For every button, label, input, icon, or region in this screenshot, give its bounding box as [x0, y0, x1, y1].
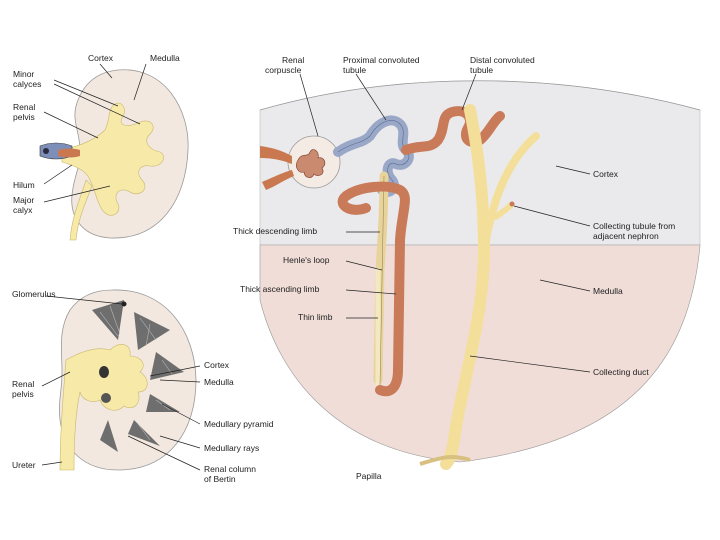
label-renal-pelvis-2: pelvis	[13, 112, 35, 122]
label-renal-corpuscle-1: Renal	[282, 55, 304, 65]
label-collecting-tubule-1: Collecting tubule from	[593, 221, 675, 231]
label-thin-limb: Thin limb	[298, 312, 333, 322]
label-ureter: Ureter	[12, 460, 36, 470]
pelvis-dark-spot-2	[101, 393, 111, 403]
label-collecting-tubule-2: adjacent nephron	[593, 231, 659, 241]
label-renal-column-1: Renal column	[204, 464, 256, 474]
panel-kidney-section: Glomerulus Cortex Medulla Renal pelvis M…	[12, 289, 274, 484]
label-papilla: Papilla	[356, 471, 382, 481]
label-medullary-pyramid: Medullary pyramid	[204, 419, 274, 429]
label-proximal-1: Proximal convoluted	[343, 55, 420, 65]
label-thick-ascending: Thick ascending limb	[240, 284, 320, 294]
label-medulla: Medulla	[150, 53, 180, 63]
label-henles-loop: Henle's loop	[283, 255, 330, 265]
label-major-calyx-2: calyx	[13, 205, 33, 215]
collecting-tubule-end	[510, 202, 515, 207]
label-collecting-duct: Collecting duct	[593, 367, 649, 377]
panel-gross-kidney: Cortex Medulla Minor calyces Renal pelvi…	[13, 53, 188, 240]
label-distal-2: tubule	[470, 65, 493, 75]
renal-artery	[58, 149, 80, 158]
label-section-pelvis-2: pelvis	[12, 389, 34, 399]
label-renal-pelvis-1: Renal	[13, 102, 35, 112]
label-section-cortex: Cortex	[204, 360, 230, 370]
label-major-calyx-1: Major	[13, 195, 34, 205]
label-section-pelvis-1: Renal	[12, 379, 34, 389]
label-renal-column-2: of Bertin	[204, 474, 236, 484]
label-thick-descending: Thick descending limb	[233, 226, 317, 236]
label-distal-1: Distal convoluted	[470, 55, 535, 65]
label-nephron-medulla: Medulla	[593, 286, 623, 296]
label-proximal-2: tubule	[343, 65, 366, 75]
label-minor-calyces-1: Minor	[13, 69, 34, 79]
panel-nephron: Renal corpuscle Proximal convoluted tubu…	[233, 55, 700, 481]
label-glomerulus: Glomerulus	[12, 289, 55, 299]
label-section-medulla: Medulla	[204, 377, 234, 387]
label-minor-calyces-2: calyces	[13, 79, 41, 89]
renal-vein-lumen	[43, 148, 49, 154]
pelvis-dark-spot-1	[99, 366, 109, 378]
label-medullary-rays: Medullary rays	[204, 443, 259, 453]
label-renal-corpuscle-2: corpuscle	[265, 65, 302, 75]
label-cortex: Cortex	[88, 53, 114, 63]
glomerulus-dot	[122, 302, 127, 307]
label-hilum: Hilum	[13, 180, 35, 190]
label-nephron-cortex: Cortex	[593, 169, 619, 179]
